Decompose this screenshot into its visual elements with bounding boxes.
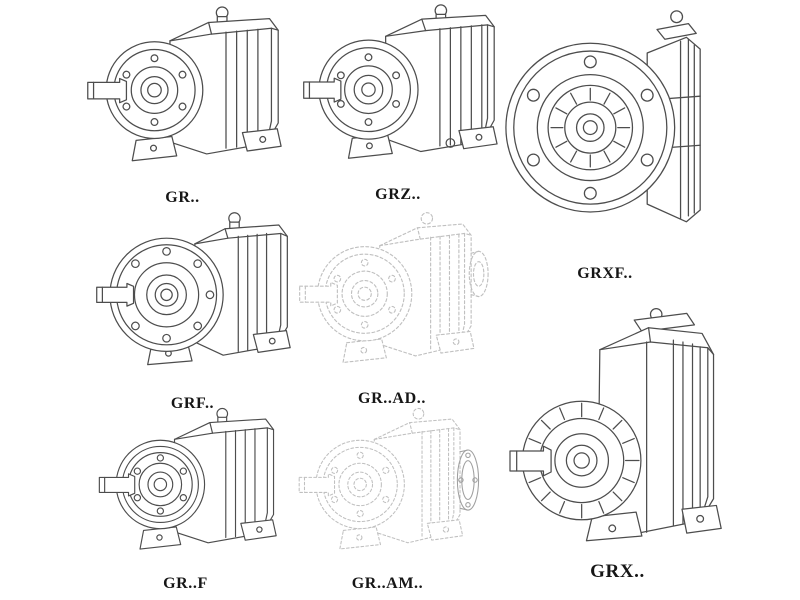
figure-grxf: GRXF.. — [495, 2, 715, 283]
figure-grf: GRF.. — [85, 208, 300, 413]
figure-caption-gr: GR.. — [165, 189, 200, 206]
figure-caption-grz: GRZ.. — [375, 186, 421, 203]
figure-caption-grxf: GRXF.. — [577, 265, 633, 282]
gearbox-drawing-gram — [298, 407, 479, 550]
figure-grad: GR..AD.. — [292, 208, 492, 408]
figure-gram: GR..AM.. — [290, 404, 485, 593]
gearbox-drawing-grad — [299, 212, 489, 364]
gearbox-drawing-grf — [96, 212, 291, 366]
figure-caption-grff: GR..F — [163, 575, 208, 592]
figure-gr: GR.. — [80, 2, 285, 207]
figure-caption-grf: GRF.. — [170, 395, 215, 412]
gearbox-drawing-grxf — [504, 10, 701, 223]
figure-grff: GR..F — [88, 404, 283, 593]
gearbox-drawing-grx — [509, 307, 722, 542]
figure-caption-grx: GRX.. — [590, 561, 645, 582]
figure-grx: GRX.. — [500, 300, 735, 583]
figure-caption-gram: GR..AM.. — [351, 575, 424, 592]
gearbox-drawing-grff — [98, 407, 277, 550]
figure-grz: GRZ.. — [298, 2, 498, 204]
gearbox-drawing-grz — [303, 4, 498, 159]
figure-caption-grad: GR..AD.. — [358, 390, 426, 407]
gearbox-drawing-gr — [87, 6, 282, 162]
